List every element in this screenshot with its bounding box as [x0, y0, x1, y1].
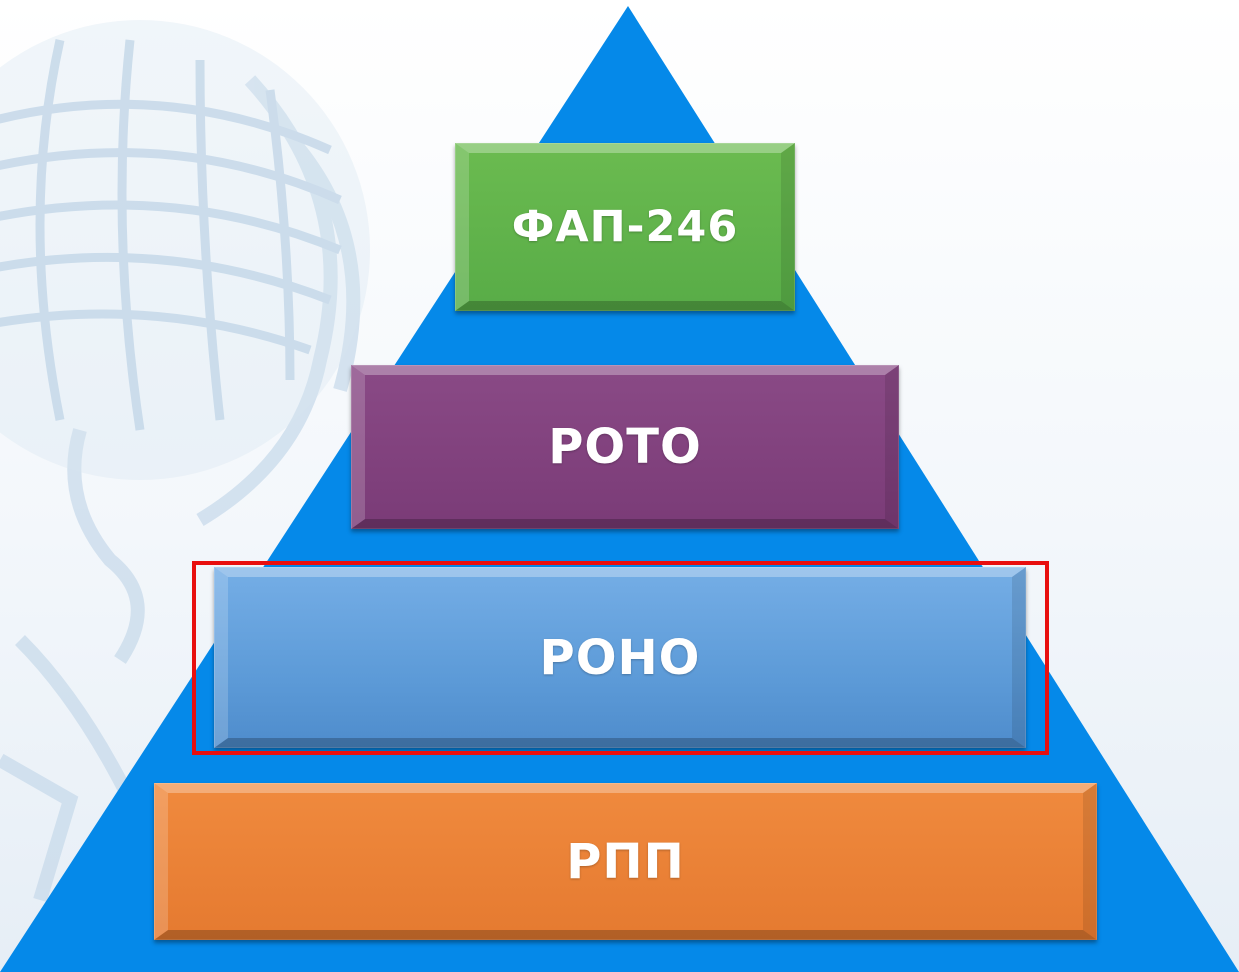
pyramid-level-label: РОТО [548, 419, 702, 475]
pyramid-level-label: РОНО [539, 629, 701, 686]
pyramid-level-rpp: РПП [154, 783, 1097, 940]
pyramid-level-label: РПП [566, 833, 685, 890]
pyramid-level-roto: РОТО [351, 365, 899, 529]
pyramid-level-fap-246: ФАП-246 [455, 143, 795, 311]
pyramid-level-rono: РОНО [214, 567, 1026, 748]
pyramid-level-label: ФАП-246 [511, 202, 739, 252]
